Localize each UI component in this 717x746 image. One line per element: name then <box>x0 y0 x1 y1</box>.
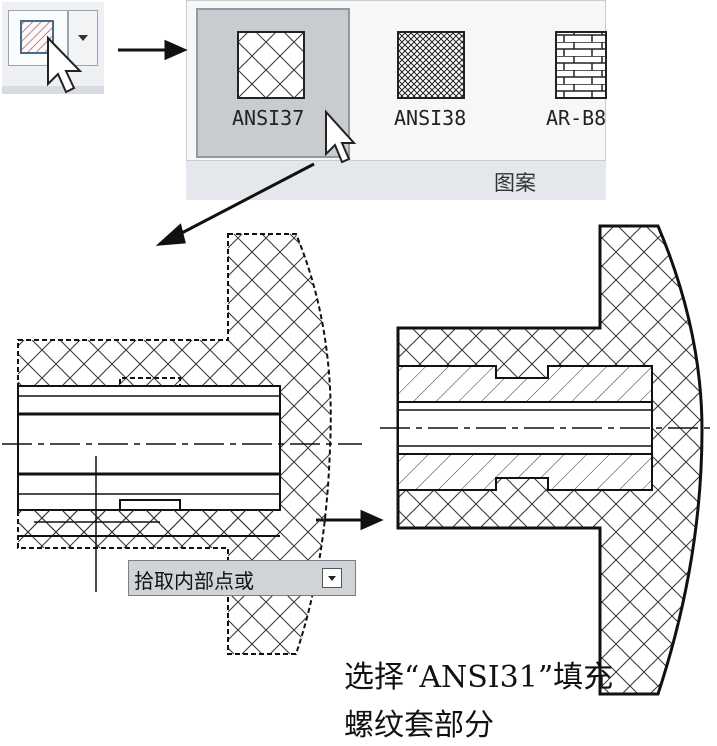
part-selection-view <box>2 233 362 655</box>
ribbon-group-label: 图案 <box>494 171 536 195</box>
pattern-swatch-ansi38 <box>397 31 465 99</box>
pattern-swatch-ansi37 <box>237 31 305 99</box>
pattern-swatch-ar-b8 <box>555 31 607 99</box>
tooltip-text: 拾取内部点或 <box>134 569 254 593</box>
arrow-to-drawing <box>155 162 315 246</box>
command-tooltip <box>128 560 356 596</box>
mouse-cursor-icon <box>47 35 83 94</box>
pattern-label-ansi37: ANSI37 <box>232 106 305 130</box>
pattern-label-ansi38[interactable]: ANSI38 <box>394 106 467 130</box>
mouse-cursor-icon <box>325 109 357 164</box>
chevron-down-icon <box>78 35 88 41</box>
part-result-view <box>380 224 716 696</box>
arrow-to-gallery <box>118 39 188 61</box>
pattern-label-ar-b8[interactable]: AR-B8 <box>546 106 607 130</box>
hatch-dropdown-button[interactable] <box>68 10 98 66</box>
caption-line-2: 螺纹套部分 <box>344 708 494 743</box>
caption-line-1: 选择“ANSI31”填充 <box>344 660 614 695</box>
tooltip-expand-icon[interactable] <box>322 568 342 588</box>
